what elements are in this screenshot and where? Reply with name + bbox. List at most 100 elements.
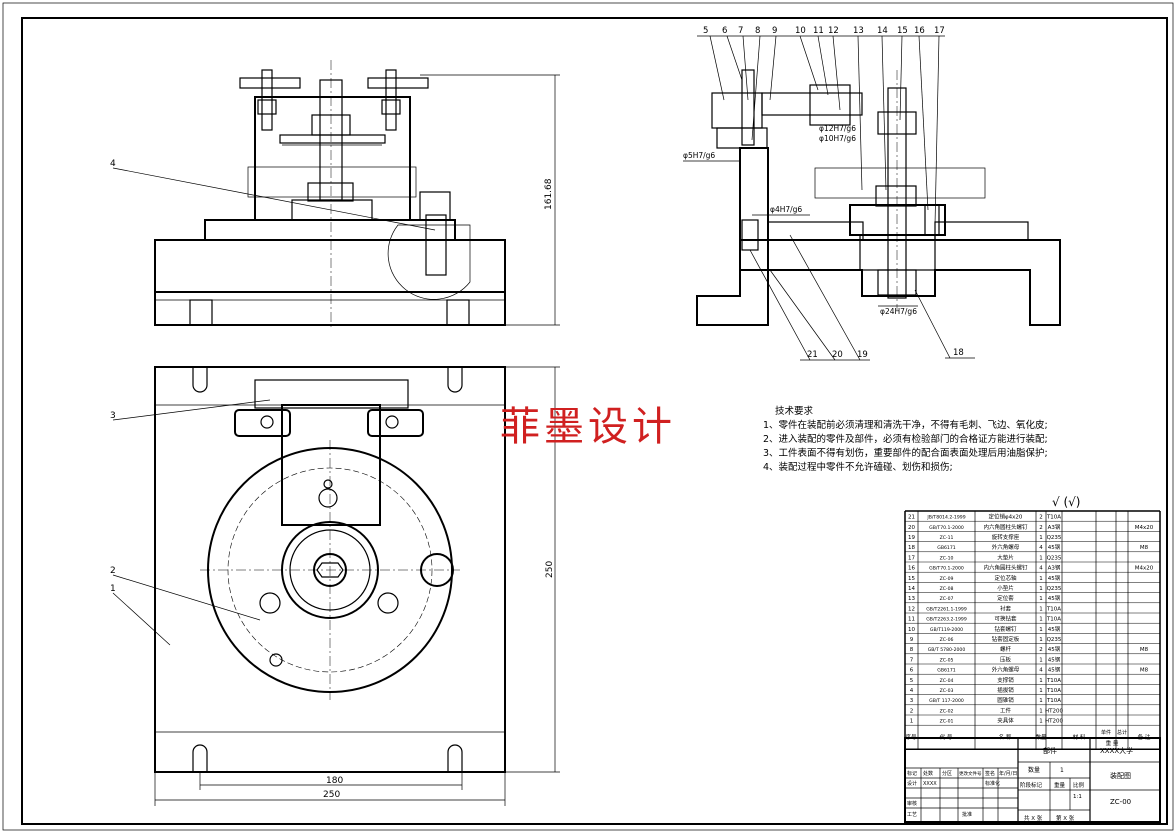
inner-frame (21, 17, 1168, 825)
bom-cell-code: GB/T70.1-2000 (929, 566, 964, 572)
bom-cell-no: 18 (908, 545, 915, 551)
bom-cell-qty: 1 (1039, 555, 1043, 561)
bom-cell-mat: T10A (1046, 688, 1061, 694)
bom-cell-qty: 1 (1039, 606, 1043, 612)
balloon-19: 19 (857, 350, 868, 360)
bom-cell-name: 钻套固定板 (992, 635, 1020, 643)
bom-cell-code: ZC-10 (940, 555, 954, 561)
sheet-index: 第 X 张 (1056, 814, 1075, 822)
bom-cell-no: 17 (908, 555, 915, 561)
fit-24h7: φ24H7/g6 (880, 307, 917, 316)
tech-req-item: 2、进入装配的零件及部件，必须有检验部门的合格证方能进行装配; (763, 433, 1048, 445)
balloon-2: 2 (110, 566, 116, 576)
balloon-11: 11 (813, 26, 824, 36)
bom-cell-qty: 1 (1039, 678, 1043, 684)
bom-cell-no: 12 (908, 606, 915, 612)
bom-cell-name: 定位芯轴 (994, 574, 1017, 582)
count-label: 处数 (923, 770, 933, 777)
balloon-18: 18 (953, 348, 964, 358)
balloon-12: 12 (828, 26, 839, 36)
bom-cell-code: ZC-04 (940, 678, 954, 684)
bom-cell-code: GB/T70.1-2000 (929, 525, 964, 531)
bom-cell-name: 钻套螺钉 (994, 625, 1017, 633)
bom-cell-qty: 2 (1039, 515, 1043, 521)
date-label: 年/月/日 (999, 770, 1017, 777)
bom-cell-mat: 45钢 (1048, 666, 1061, 674)
balloon-21: 21 (807, 350, 818, 360)
approve-label: 批准 (962, 811, 972, 818)
bom-cell-name: 压板 (1000, 655, 1012, 663)
bom-cell-mat: HT200 (1045, 719, 1063, 725)
balloon-16: 16 (914, 26, 925, 36)
bom-cell-mat: 45钢 (1048, 625, 1061, 633)
bom-cell-code: JB/T8014.2-1999 (926, 515, 965, 521)
bom-cell-code: ZC-09 (940, 576, 954, 582)
balloon-6: 6 (722, 26, 727, 36)
bom-cell-code: GB/T2263.2-1999 (926, 617, 967, 623)
sign-label: 签名 (985, 770, 995, 777)
bom-cell-qty: 1 (1039, 657, 1043, 663)
bom-cell-no: 8 (910, 647, 914, 653)
bom-cell-no: 14 (908, 586, 915, 592)
bom-cell-code: GB/T119-2000 (930, 627, 963, 633)
bom-cell-name: 外六角螺母 (992, 543, 1020, 551)
bom-cell-qty: 4 (1039, 668, 1043, 674)
bom-cell-code: GB6171 (937, 545, 955, 551)
bom-cell-qty: 1 (1039, 708, 1043, 714)
fit-4h7: φ4H7/g6 (770, 205, 802, 214)
bom-cell-qty: 1 (1039, 698, 1043, 704)
bom-head-weight: 重 量 (1106, 739, 1119, 747)
bom-cell-mat: Q235 (1047, 637, 1062, 643)
bom-cell-name: 螺杆 (1000, 645, 1012, 653)
designer-value: XXXX (923, 781, 937, 787)
dim-front-height: 161.68 (420, 74, 560, 326)
school-name: XXXX大学 (1100, 746, 1133, 755)
bom-cell-code: GB/T 5780-2000 (928, 647, 966, 653)
balloon-3: 3 (110, 411, 116, 421)
bom-cell-qty: 1 (1039, 535, 1043, 541)
bom-cell-name: 内六角圆柱头螺钉 (983, 523, 1028, 531)
bom-cell-qty: 1 (1039, 719, 1043, 725)
bom-cell-name: 小垫片 (997, 584, 1014, 592)
scale-label: 比例 (1073, 781, 1085, 789)
drawing-number: ZC-00 (1110, 798, 1131, 806)
bom-cell-name: 外六角螺母 (992, 666, 1020, 674)
fit-10h7: φ10H7/g6 (819, 134, 856, 143)
bom-cell-code: ZC-08 (940, 586, 954, 592)
bom-cell-qty: 4 (1039, 545, 1043, 551)
section-balloons-top: 5 6 7 8 9 10 11 12 13 14 15 16 17 (697, 26, 945, 226)
bom-cell-no: 5 (910, 678, 914, 684)
dim-top-height: 250 (505, 366, 560, 773)
bom-cell-code: ZC-05 (940, 657, 954, 663)
bom-cell-no: 1 (910, 719, 914, 725)
zone-label: 分区 (942, 770, 952, 777)
tech-req-title: 技术要求 (775, 405, 814, 417)
bom-cell-no: 16 (908, 566, 915, 572)
qty-value: 1 (1060, 767, 1064, 774)
bom-cell-mat: T10A (1046, 678, 1061, 684)
tech-req-item: 3、工件表面不得有划伤，重要部件的配合面表面处理后用油脂保护; (763, 447, 1048, 459)
bom-cell-mat: T10A (1046, 515, 1061, 521)
weight-label: 重量 (1054, 781, 1066, 789)
top-height-label: 250 (545, 561, 555, 578)
roughness-symbol: √ (√) (1052, 495, 1080, 509)
bom-head-weight-total: 总计 (1117, 729, 1127, 736)
bom-cell-qty: 1 (1039, 637, 1043, 643)
bom-cell-note: M8 (1140, 647, 1149, 653)
bom-cell-mat: 45钢 (1048, 574, 1061, 582)
bom-cell-code: GB/T2261.1-1999 (926, 606, 967, 612)
bom-cell-name: 旋转支撑座 (992, 533, 1020, 541)
bom-cell-no: 3 (910, 698, 914, 704)
balloon-10: 10 (795, 26, 806, 36)
tech-req-item: 1、零件在装配前必须清理和清洗干净，不得有毛刺、飞边、氧化皮; (763, 419, 1048, 431)
bom-cell-no: 9 (910, 637, 914, 643)
bom-cell-name: 支撑销 (997, 676, 1014, 684)
bom-cell-no: 11 (908, 617, 915, 623)
bom-cell-mat: T10A (1046, 617, 1061, 623)
title-block: XXXX大学 部件 装配图 ZC-00 数量 1 阶段标记 重量 比例 1:1 … (904, 737, 1161, 823)
balloon-8: 8 (755, 26, 760, 36)
bom-cell-qty: 2 (1039, 525, 1043, 531)
front-view (154, 60, 506, 330)
